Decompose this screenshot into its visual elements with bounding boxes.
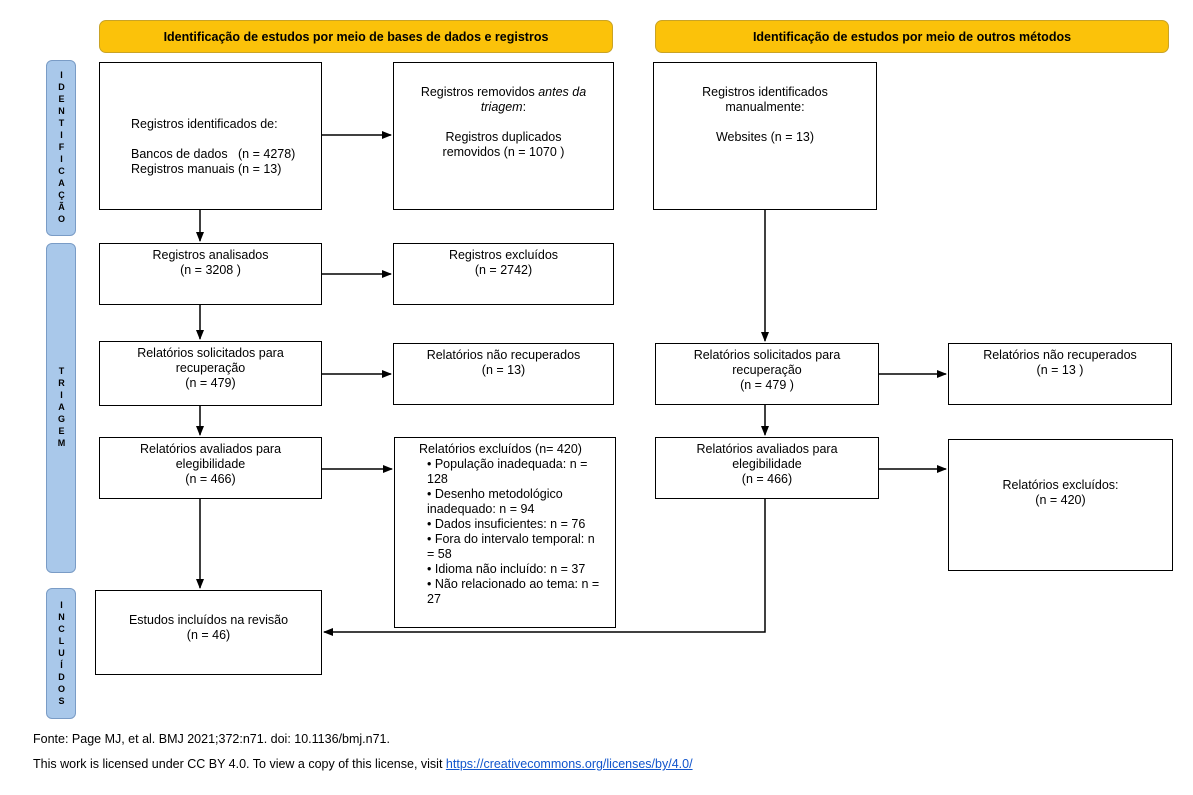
- stage-included-label: INCLUÍDOS: [56, 599, 67, 708]
- other-reports-excluded-box: Relatórios excluídos: (n = 420): [948, 439, 1173, 571]
- reports-not-retrieved-count: (n = 13): [481, 363, 526, 377]
- license-line: This work is licensed under CC BY 4.0. T…: [33, 757, 693, 771]
- records-identified-box: Registros identificados de: Bancos de da…: [99, 62, 322, 210]
- stage-identification-label: IDENTIFICAÇÃO: [56, 70, 67, 226]
- reports-sought-box: Relatórios solicitados para recuperação …: [99, 341, 322, 406]
- records-identified-manual: Registros manuais (n = 13): [131, 162, 282, 176]
- reports-sought-count: (n = 479): [185, 376, 236, 390]
- studies-included-box: Estudos incluídos na revisão (n = 46): [95, 590, 322, 675]
- reports-excluded-title: Relatórios excluídos (n= 420): [419, 442, 582, 456]
- source-citation: Fonte: Page MJ, et al. BMJ 2021;372:n71.…: [33, 732, 390, 746]
- studies-included-title: Estudos incluídos na revisão: [128, 613, 289, 627]
- other-reports-assessed-box: Relatórios avaliados para elegibilidade …: [655, 437, 879, 499]
- reports-assessed-count: (n = 466): [185, 472, 236, 486]
- other-reports-excluded-count: (n = 420): [1035, 493, 1086, 507]
- records-excluded-title: Registros excluídos: [448, 248, 559, 262]
- records-removed-title: Registros removidos antes da triagem:: [420, 85, 587, 114]
- stage-included: INCLUÍDOS: [46, 588, 76, 719]
- exclusion-reason: • Não relacionado ao tema: n = 27: [427, 577, 600, 606]
- exclusion-reason: • Desenho metodológico inadequado: n = 9…: [427, 487, 563, 516]
- manual-records-title: Registros identificados manualmente:: [702, 85, 828, 114]
- license-link[interactable]: https://creativecommons.org/licenses/by/…: [445, 757, 693, 771]
- records-excluded-box: Registros excluídos (n = 2742): [393, 243, 614, 305]
- studies-included-count: (n = 46): [186, 628, 231, 642]
- records-removed-duplicates: Registros duplicados: [445, 130, 562, 144]
- other-reports-not-retrieved-title: Relatórios não recuperados: [983, 348, 1137, 362]
- license-text: This work is licensed under CC BY 4.0. T…: [33, 757, 446, 771]
- exclusion-reason: • Dados insuficientes: n = 76: [427, 517, 586, 531]
- records-removed-count: removidos (n = 1070 ): [442, 145, 565, 159]
- records-screened-box: Registros analisados (n = 3208 ): [99, 243, 322, 305]
- other-reports-not-retrieved-count: (n = 13 ): [1036, 363, 1084, 377]
- other-reports-assessed-title: Relatórios avaliados para elegibilidade: [696, 442, 838, 471]
- stage-screening-label: TRIAGEM: [56, 366, 67, 450]
- exclusion-reason: • Idioma não incluído: n = 37: [427, 562, 586, 576]
- other-reports-not-retrieved-box: Relatórios não recuperados (n = 13 ): [948, 343, 1172, 405]
- records-screened-count: (n = 3208 ): [180, 263, 241, 277]
- other-reports-assessed-count: (n = 466): [741, 472, 793, 486]
- databases-header: Identificação de estudos por meio de bas…: [99, 20, 613, 53]
- exclusion-reason: • População inadequada: n = 128: [427, 457, 588, 486]
- records-identified-title: Registros identificados de:: [131, 117, 278, 131]
- other-methods-header: Identificação de estudos por meio de out…: [655, 20, 1169, 53]
- reports-not-retrieved-box: Relatórios não recuperados (n = 13): [393, 343, 614, 405]
- other-reports-sought-box: Relatórios solicitados para recuperação …: [655, 343, 879, 405]
- records-screened-title: Registros analisados: [152, 248, 269, 262]
- exclusion-reason: • Fora do intervalo temporal: n = 58: [427, 532, 595, 561]
- reports-excluded-box: Relatórios excluídos (n= 420) • Populaçã…: [394, 437, 616, 628]
- exclusion-reasons-list: • População inadequada: n = 128 • Desenh…: [427, 457, 605, 607]
- other-reports-excluded-title: Relatórios excluídos:: [1002, 478, 1119, 492]
- manual-records-websites: Websites (n = 13): [715, 130, 815, 144]
- reports-assessed-box: Relatórios avaliados para elegibilidade …: [99, 437, 322, 499]
- records-removed-box: Registros removidos antes da triagem: Re…: [393, 62, 614, 210]
- stage-identification: IDENTIFICAÇÃO: [46, 60, 76, 236]
- reports-not-retrieved-title: Relatórios não recuperados: [426, 348, 581, 362]
- records-excluded-count: (n = 2742): [474, 263, 533, 277]
- manual-records-box: Registros identificados manualmente: Web…: [653, 62, 877, 210]
- records-identified-databases: Bancos de dados (n = 4278): [131, 147, 296, 161]
- stage-screening: TRIAGEM: [46, 243, 76, 573]
- reports-sought-title: Relatórios solicitados para recuperação: [137, 346, 284, 375]
- other-reports-sought-count: (n = 479 ): [740, 378, 794, 392]
- reports-assessed-title: Relatórios avaliados para elegibilidade: [139, 442, 282, 471]
- other-reports-sought-title: Relatórios solicitados para recuperação: [693, 348, 841, 377]
